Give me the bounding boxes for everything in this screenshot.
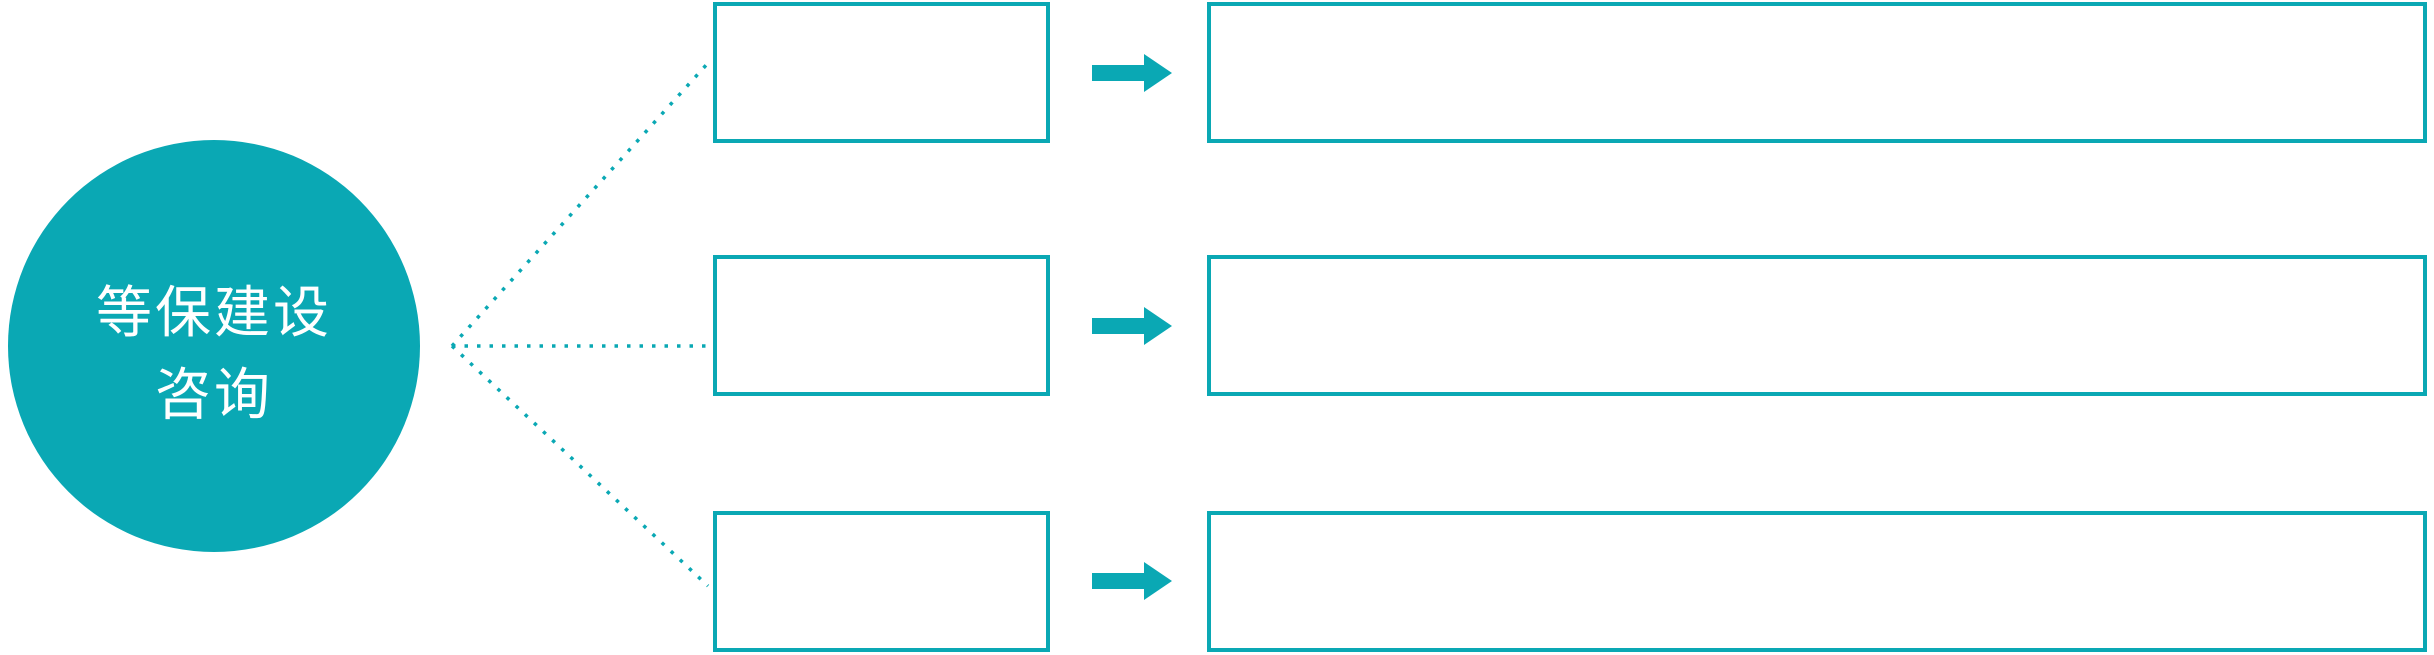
- connector-line-bottom: [450, 344, 710, 588]
- description-box-2: [1207, 255, 2427, 396]
- topic-label-line1: 等保建设: [96, 281, 332, 346]
- category-box-3: [713, 511, 1050, 652]
- category-box-2: [713, 255, 1050, 396]
- arrow-right-icon: [1092, 54, 1172, 92]
- connector-line-top: [450, 61, 710, 348]
- topic-circle: 等保建设 咨询: [8, 140, 420, 552]
- description-box-1: [1207, 2, 2427, 143]
- arrow-right-icon: [1092, 307, 1172, 345]
- description-box-3: [1207, 511, 2427, 652]
- topic-label-line2: 咨询: [155, 363, 273, 428]
- topic-label: 等保建设 咨询: [96, 273, 332, 437]
- arrow-right-icon: [1092, 562, 1172, 600]
- category-box-1: [713, 2, 1050, 143]
